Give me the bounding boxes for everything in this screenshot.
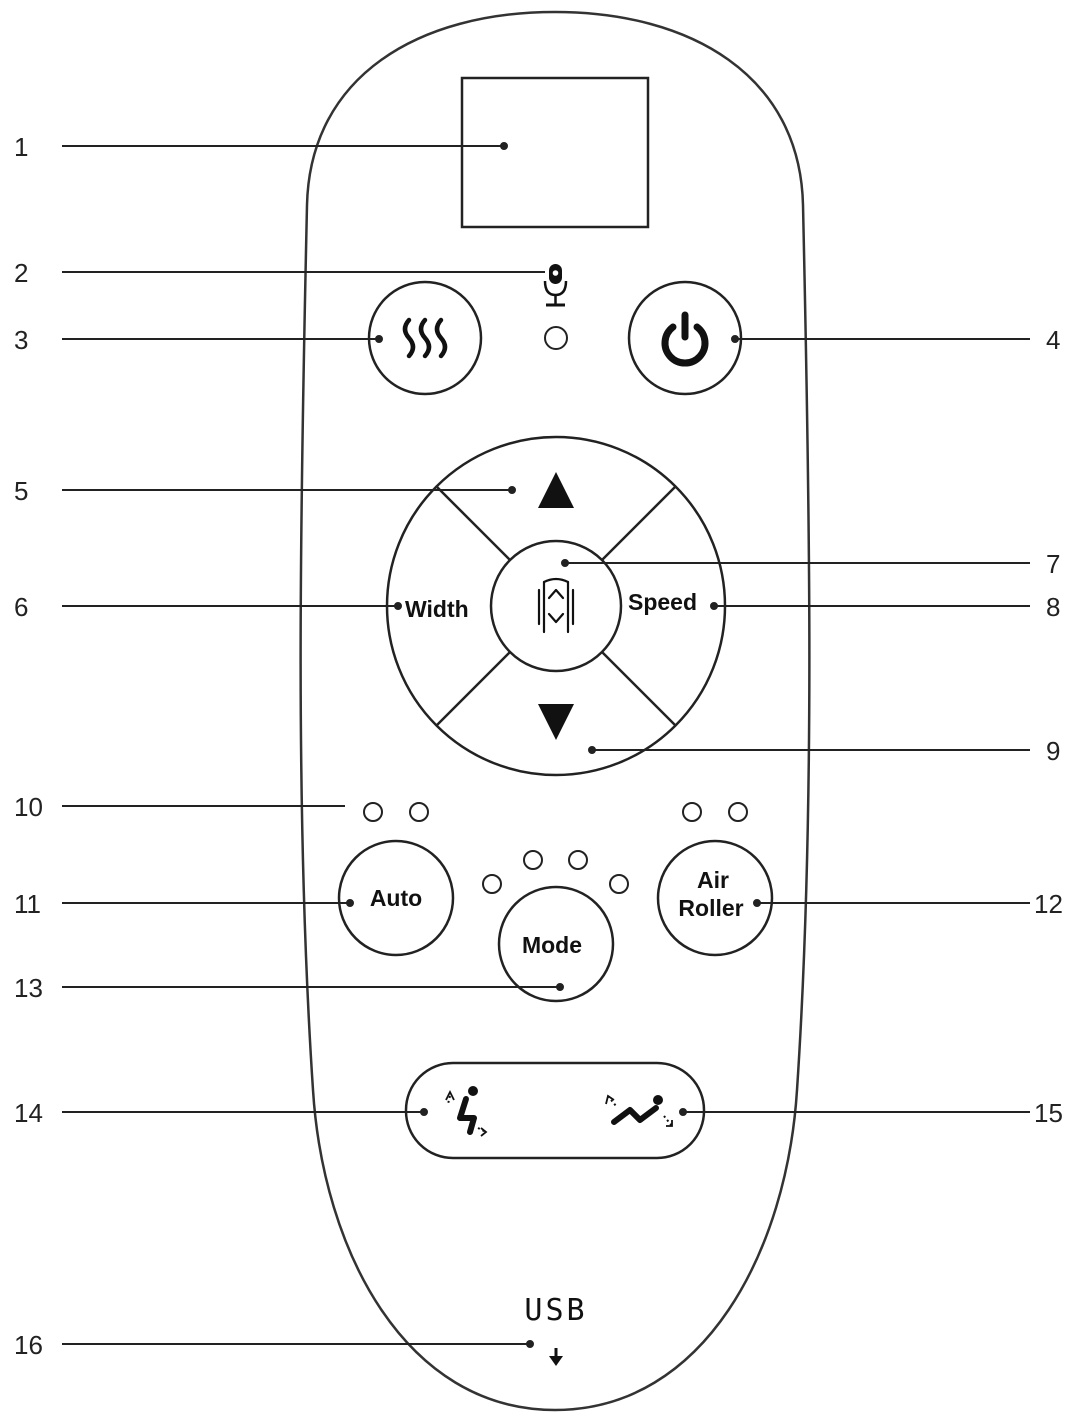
callout-12: 12 — [1034, 889, 1063, 919]
arrow-down-icon — [549, 1348, 563, 1366]
width-button[interactable]: Width — [405, 596, 469, 622]
microphone-indicator-light — [544, 326, 568, 350]
roller-position-icon — [537, 577, 575, 634]
chair-recline-icon — [605, 1094, 673, 1127]
speed-button[interactable]: Speed — [628, 589, 697, 615]
chair-upright-icon — [445, 1086, 488, 1137]
auto-button[interactable]: Auto — [337, 839, 455, 957]
heat-waves-icon — [402, 317, 448, 359]
callout-5: 5 — [14, 476, 28, 506]
callout-13: 13 — [14, 973, 43, 1003]
air-roller-button[interactable]: Air Roller — [656, 839, 774, 957]
triangle-up-icon — [538, 472, 574, 508]
mode-button[interactable]: Mode — [497, 885, 615, 1003]
heat-button[interactable] — [367, 280, 483, 396]
svg-text:Roller: Roller — [678, 895, 743, 921]
chair-upright-button[interactable] — [445, 1086, 488, 1137]
callout-numbers: 1 2 3 4 5 6 7 8 9 10 11 12 13 14 15 16 — [14, 132, 1063, 1360]
down-button[interactable] — [538, 704, 574, 740]
callout-2: 2 — [14, 258, 28, 288]
callout-14: 14 — [14, 1098, 43, 1128]
callout-1: 1 — [14, 132, 28, 162]
power-button[interactable] — [627, 280, 743, 396]
leader-lines — [62, 142, 1030, 1348]
svg-text:Mode: Mode — [522, 932, 582, 958]
triangle-down-icon — [538, 704, 574, 740]
callout-15: 15 — [1034, 1098, 1063, 1128]
callout-8: 8 — [1046, 592, 1060, 622]
callout-6: 6 — [14, 592, 28, 622]
svg-text:Auto: Auto — [370, 885, 422, 911]
center-button[interactable] — [489, 539, 623, 673]
power-icon — [661, 311, 709, 367]
chair-recline-button[interactable] — [605, 1094, 673, 1127]
usb-label: USB — [524, 1293, 587, 1328]
callout-16: 16 — [14, 1330, 43, 1360]
recline-control — [404, 1061, 706, 1160]
up-button[interactable] — [538, 472, 574, 508]
microphone-icon — [543, 264, 568, 307]
callout-11: 11 — [14, 889, 41, 919]
callout-3: 3 — [14, 325, 28, 355]
callout-10: 10 — [14, 792, 43, 822]
callout-4: 4 — [1046, 325, 1060, 355]
svg-text:Air: Air — [697, 867, 729, 893]
callout-9: 9 — [1046, 736, 1060, 766]
callout-7: 7 — [1046, 549, 1060, 579]
remote-body — [299, 10, 811, 1412]
usb-port[interactable] — [549, 1348, 563, 1366]
display-screen — [460, 76, 650, 229]
indicator-lights — [363, 802, 748, 894]
